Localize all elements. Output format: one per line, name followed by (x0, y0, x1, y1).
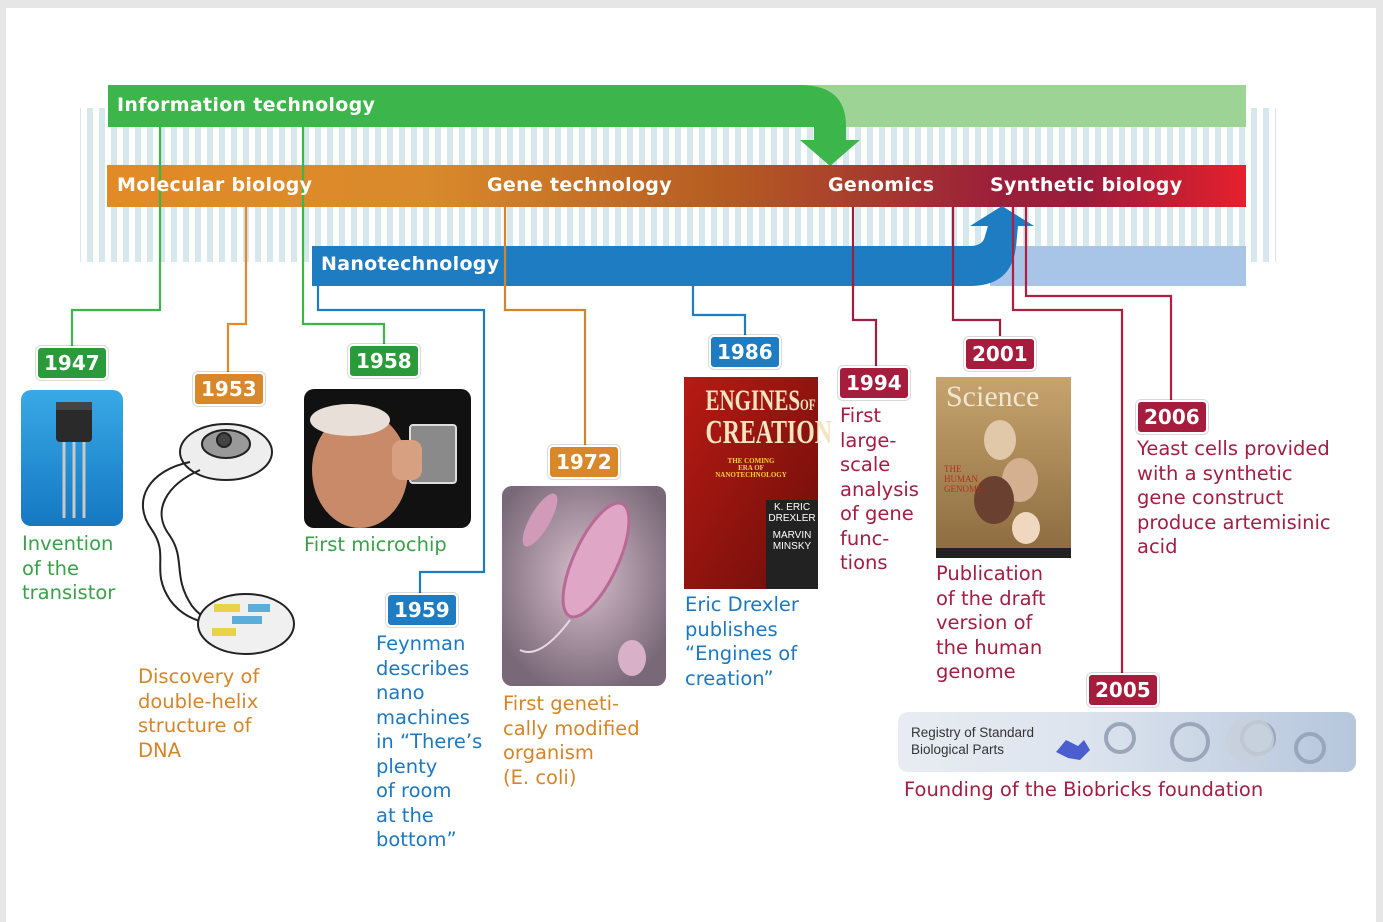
connector-1994 (851, 207, 878, 366)
connector-1958 (301, 127, 386, 344)
connector-1986 (691, 286, 747, 335)
molecular-biology-band (107, 165, 1246, 207)
year-badge-1947: 1947 (36, 346, 108, 380)
band-synthetic-biology: Synthetic biology (990, 174, 1183, 196)
year-badge-2006: 2006 (1136, 400, 1208, 434)
transistor-image (21, 390, 123, 526)
connector-2005 (1011, 207, 1124, 673)
microchip-photo (304, 389, 471, 528)
connector-2006 (1024, 207, 1173, 400)
dna-helix-drawing (141, 423, 295, 655)
it-band-arrow (108, 85, 860, 166)
year-badge-1972: 1972 (548, 445, 620, 479)
year-badge-1958: 1958 (348, 344, 420, 378)
registry-text: Registry of Standard Biological Parts (911, 725, 1035, 757)
year-badge-1953: 1953 (193, 372, 265, 406)
book-cover-text: ENGINESOF CREATION THE COMING ERA OF NAN… (705, 384, 833, 479)
band-information-technology: Information technology (117, 94, 376, 116)
band-nanotechnology: Nanotechnology (321, 253, 500, 275)
connector-1959 (316, 286, 486, 593)
science-title: Science (946, 380, 1040, 413)
year-badge-2001: 2001 (964, 337, 1036, 371)
connector-2001 (951, 207, 1002, 336)
nano-band-light (990, 246, 1246, 286)
year-badge-1986: 1986 (709, 335, 781, 369)
band-gene-technology: Gene technology (487, 174, 672, 196)
connector-1947 (70, 127, 162, 346)
caption-2005: Founding of the Biobricks foundation (904, 778, 1264, 801)
connector-1972 (503, 207, 587, 445)
band-molecular-biology: Molecular biology (117, 174, 313, 196)
engines-of-creation-book (684, 377, 818, 589)
science-subtitle: THE HUMAN GENOME (944, 464, 983, 494)
book-authors: K. ERIC DREXLER MARVIN MINSKY (768, 502, 816, 552)
science-cover (936, 377, 1071, 558)
registry-banner (898, 712, 1356, 772)
ecoli-image (502, 486, 666, 686)
band-genomics: Genomics (828, 174, 935, 196)
it-band-light (800, 85, 1246, 127)
caption-1958: First microchip (304, 533, 447, 556)
year-badge-1959: 1959 (386, 593, 458, 627)
connector-1953 (226, 207, 248, 372)
year-badge-1994: 1994 (838, 366, 910, 400)
year-badge-2005: 2005 (1087, 673, 1159, 707)
